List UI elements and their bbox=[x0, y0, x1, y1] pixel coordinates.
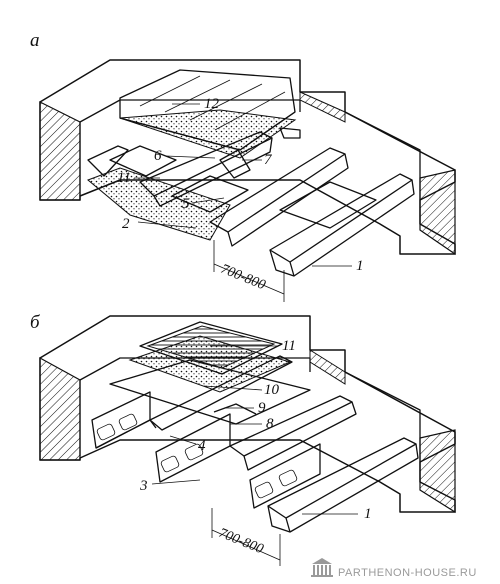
figure-b-label-9: 9 bbox=[258, 400, 266, 416]
figure-a-board bbox=[171, 175, 249, 213]
figure-a-label-11: 11 bbox=[117, 170, 131, 186]
watermark-text: PARTHENON-HOUSE.RU bbox=[338, 567, 477, 579]
figure-a-dimension: 700-800 bbox=[213, 240, 285, 302]
figure-b-leaders bbox=[151, 345, 358, 515]
figure-b-dimension-label: 700-800 bbox=[217, 526, 266, 557]
figure-a-label-12: 12 bbox=[204, 96, 220, 112]
figure-b-label-4: 4 bbox=[198, 438, 206, 454]
watermark: PARTHENON-HOUSE.RU bbox=[311, 558, 477, 579]
figure-b-label-10: 10 bbox=[264, 382, 280, 398]
figure-a-leaders bbox=[134, 103, 352, 267]
figure-b-panel-label: б bbox=[30, 312, 41, 333]
figure-b-label-1: 1 bbox=[364, 506, 372, 522]
figure-a-label-6: 6 bbox=[154, 148, 162, 164]
figure-a-wall bbox=[39, 59, 456, 256]
figure-b-label-3: 3 bbox=[139, 478, 148, 494]
figure-a-label-5: 5 bbox=[182, 196, 190, 212]
temple-icon bbox=[312, 558, 332, 564]
figure-b-label-8: 8 bbox=[266, 416, 274, 432]
figure-a-panel-label: а bbox=[30, 30, 40, 51]
figure-a-label-7: 7 bbox=[264, 152, 273, 168]
figure-a-label-2: 2 bbox=[122, 216, 130, 232]
figure-b-floor-layers bbox=[109, 321, 311, 425]
figure-a: а bbox=[30, 30, 456, 302]
figure-b-label-11: 11 bbox=[282, 338, 296, 354]
figure-a-dimension-label: 700-800 bbox=[219, 262, 268, 293]
figure-a-label-1: 1 bbox=[356, 258, 364, 274]
figure-b: б bbox=[30, 312, 456, 566]
figure-a-floor-panel bbox=[119, 69, 301, 179]
